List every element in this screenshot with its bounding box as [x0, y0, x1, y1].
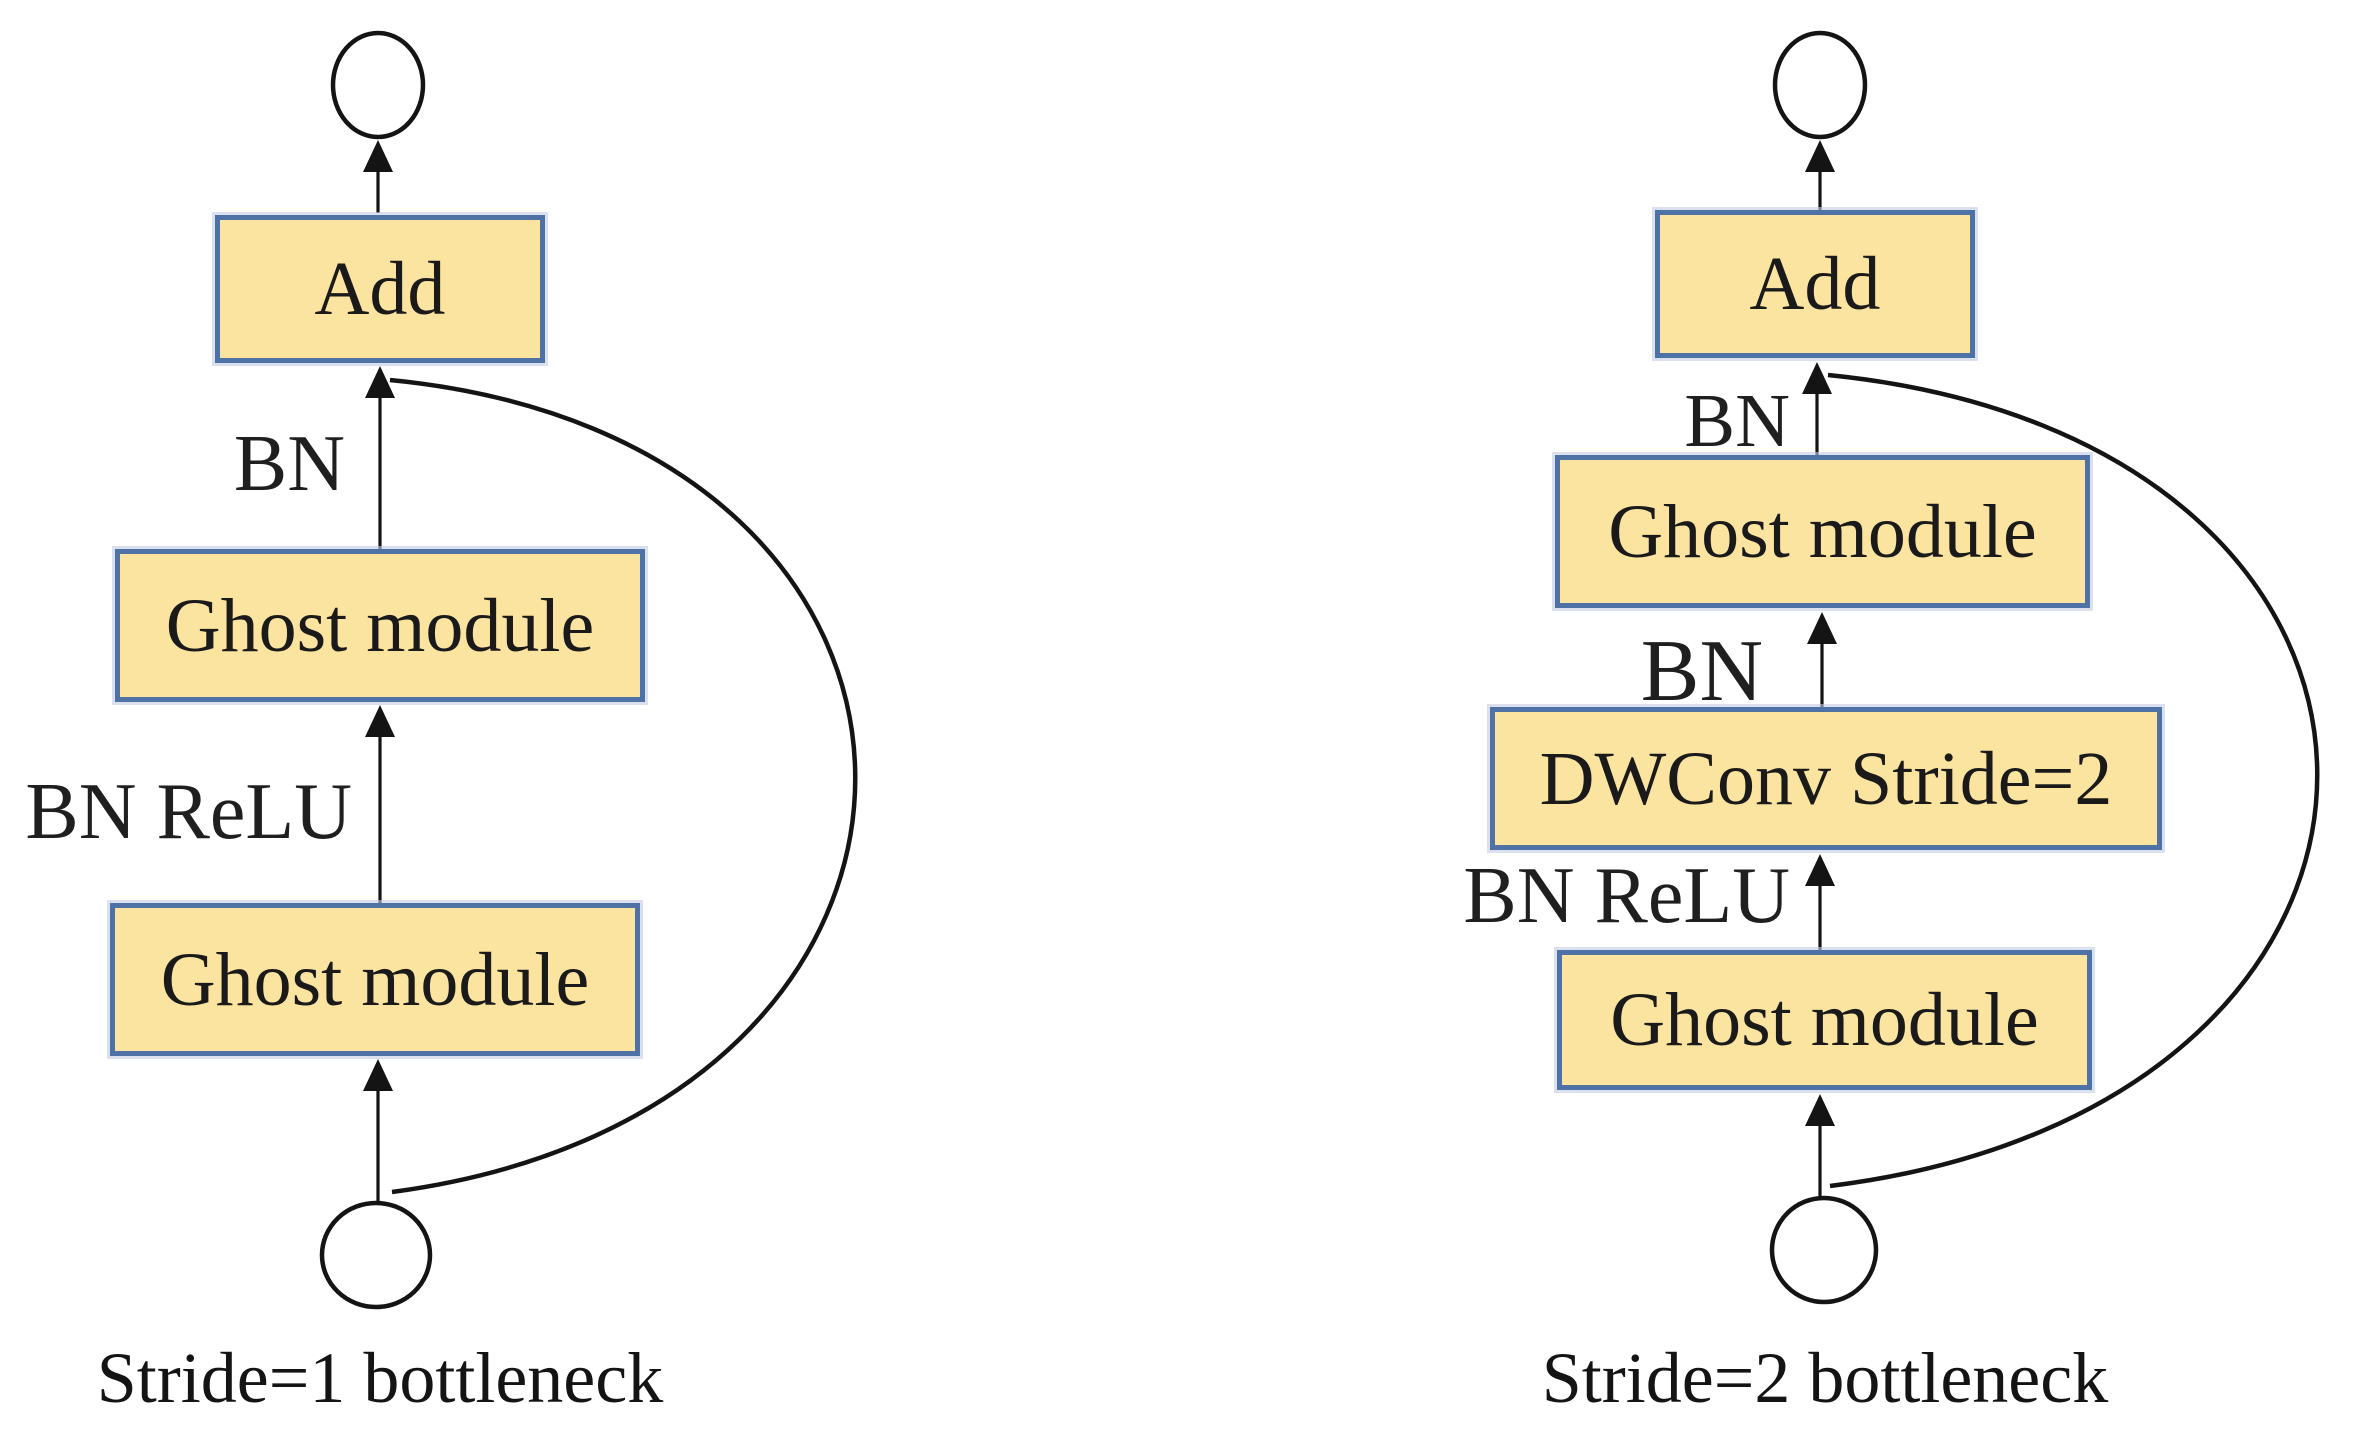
left-input-node-circle: [319, 1200, 433, 1310]
left-bn-relu-label: BN ReLU: [25, 768, 352, 856]
right-skip-connection-curve: [1827, 372, 2320, 1189]
right-ghost-module-upper-box: Ghost module: [1555, 455, 2090, 608]
right-arrow-dwconv-to-ghosttop-head: [1807, 612, 1837, 644]
left-ghost-module-lower-box: Ghost module: [110, 903, 640, 1056]
right-bn-relu-label: BN ReLU: [1463, 852, 1790, 940]
right-add-box: Add: [1655, 210, 1975, 358]
right-arrow-add-to-output-head: [1805, 140, 1835, 172]
right-output-node-circle: [1772, 30, 1868, 140]
right-caption-stride2-bottleneck: Stride=2 bottleneck: [1541, 1338, 2109, 1418]
left-bn-label: BN: [233, 420, 345, 508]
left-arrow-add-to-output-head: [363, 140, 393, 172]
right-dwconv-stride2-box: DWConv Stride=2: [1490, 707, 2162, 850]
right-arrow-ghosttop-to-add-head: [1802, 362, 1832, 394]
right-arrow-ghostbottom-to-dwconv-head: [1805, 854, 1835, 886]
left-ghost-module-upper-box: Ghost module: [115, 549, 645, 702]
right-bn-top-label: BN: [1684, 379, 1790, 463]
right-arrow-input-to-ghostbottom-head: [1805, 1094, 1835, 1126]
left-caption-stride1-bottleneck: Stride=1 bottleneck: [96, 1338, 664, 1418]
right-bn-mid-label: BN: [1640, 623, 1763, 720]
left-arrow-ghost2-to-ghost1-head: [365, 705, 395, 737]
left-add-box: Add: [215, 215, 545, 363]
left-arrow-ghost1-to-add-head: [365, 366, 395, 398]
left-arrow-input-to-ghost2-head: [363, 1059, 393, 1091]
left-skip-connection-curve: [389, 377, 858, 1195]
left-output-node-circle: [330, 30, 426, 140]
right-ghost-module-lower-box: Ghost module: [1557, 950, 2092, 1090]
right-input-node-circle: [1769, 1195, 1879, 1305]
